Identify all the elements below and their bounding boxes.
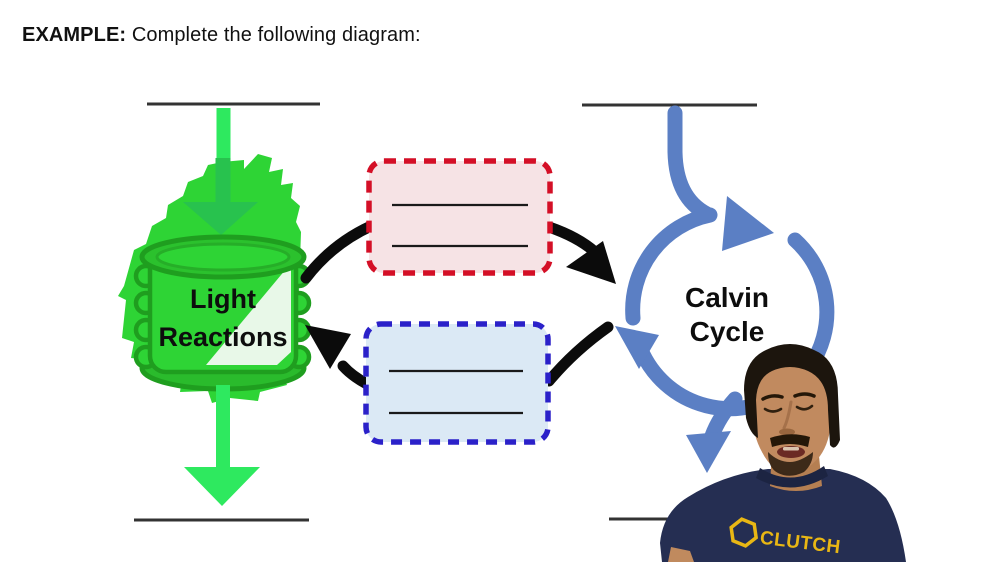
presenter-eye-left <box>763 407 783 413</box>
top-transfer-box <box>366 158 553 276</box>
cylinder-highlight <box>206 263 291 365</box>
example-label: EXAMPLE: <box>22 24 127 46</box>
black-arrowhead-to-calvin <box>566 241 616 284</box>
light-output-arrow-stem <box>216 385 230 469</box>
arrow-redbox-to-calvin <box>543 221 601 258</box>
arrow-bluebox-to-lr <box>337 360 373 390</box>
cylinder-top-inner <box>155 242 291 272</box>
red-dashed-box <box>366 158 553 276</box>
light-input-arrow-stem <box>216 108 231 164</box>
presenter-arm <box>668 547 694 562</box>
calvin-input-arrowhead <box>722 196 774 251</box>
instruction-text: Complete the following diagram: <box>131 24 421 46</box>
cycle-arc-top-left <box>625 207 718 326</box>
presenter-nose <box>782 400 793 430</box>
calvin-cycle-label-line2: Cycle <box>690 316 765 347</box>
presenter-nostrils <box>779 428 795 436</box>
presenter-beard <box>768 452 813 476</box>
page-title: EXAMPLE: Complete the following diagram: <box>22 24 421 47</box>
presenter-mustache <box>770 434 810 447</box>
hexagon-logo-icon <box>729 517 758 548</box>
light-input-arrowhead <box>183 202 258 235</box>
light-output-arrowhead <box>184 467 260 506</box>
calvin-cycle-label-line1: Calvin <box>685 282 769 313</box>
light-input-arrow-inner-stem <box>215 158 231 206</box>
calvin-input-arrow <box>667 105 715 222</box>
presenter-hair <box>744 344 840 448</box>
transfer-arrows <box>300 220 614 390</box>
presenter-shirt <box>660 469 906 562</box>
presenter-eyebrow-right <box>793 392 816 398</box>
arrow-lr-to-redbox <box>300 220 377 284</box>
presenter-eyebrow-left <box>761 394 784 401</box>
bottom-transfer-box <box>363 321 551 445</box>
black-arrowhead-to-light-reactions <box>305 325 351 369</box>
calvin-output-arrowhead <box>686 431 731 473</box>
presenter-teeth <box>783 447 799 451</box>
presenter-eye-right <box>795 404 814 411</box>
cycle-arrowhead-left <box>615 326 659 369</box>
arrow-calvin-to-bluebox <box>543 321 614 387</box>
light-reactions-label-line2: Reactions <box>158 322 287 352</box>
light-reactions-label-line1: Light <box>190 284 256 314</box>
blue-dashed-box <box>363 321 551 445</box>
presenter-collar <box>756 466 828 488</box>
webcam-presenter: CLUTCH <box>660 344 906 562</box>
